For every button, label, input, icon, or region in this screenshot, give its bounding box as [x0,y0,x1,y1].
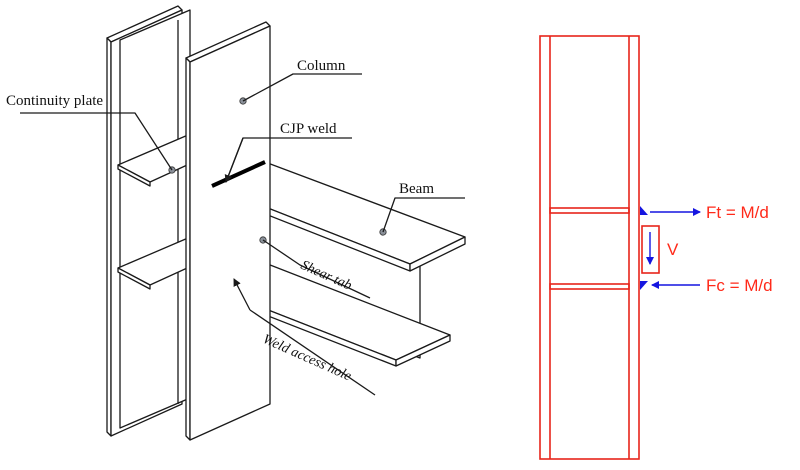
label-shear-force: V [667,240,679,259]
cjp-weld [211,160,266,188]
force-diagram: Ft = M/d V Fc = M/d [539,35,773,460]
column-front-flange [185,21,271,441]
connection-isometric: Column Continuity plate CJP weld Beam Sh… [6,5,466,441]
continuity-plate-top [549,207,630,214]
label-tension-force: Ft = M/d [706,203,769,222]
label-cjp-weld: CJP weld [280,121,337,137]
label-continuity-plate: Continuity plate [6,93,103,109]
column-web [119,9,191,429]
shear-tab-outline [641,225,660,274]
column-outline [539,35,640,460]
continuity-plate-bottom [549,283,630,290]
label-column: Column [297,58,346,74]
weld-top [640,206,648,215]
label-compression-force: Fc = M/d [706,276,773,295]
label-beam: Beam [399,181,434,197]
weld-bottom [640,281,648,290]
